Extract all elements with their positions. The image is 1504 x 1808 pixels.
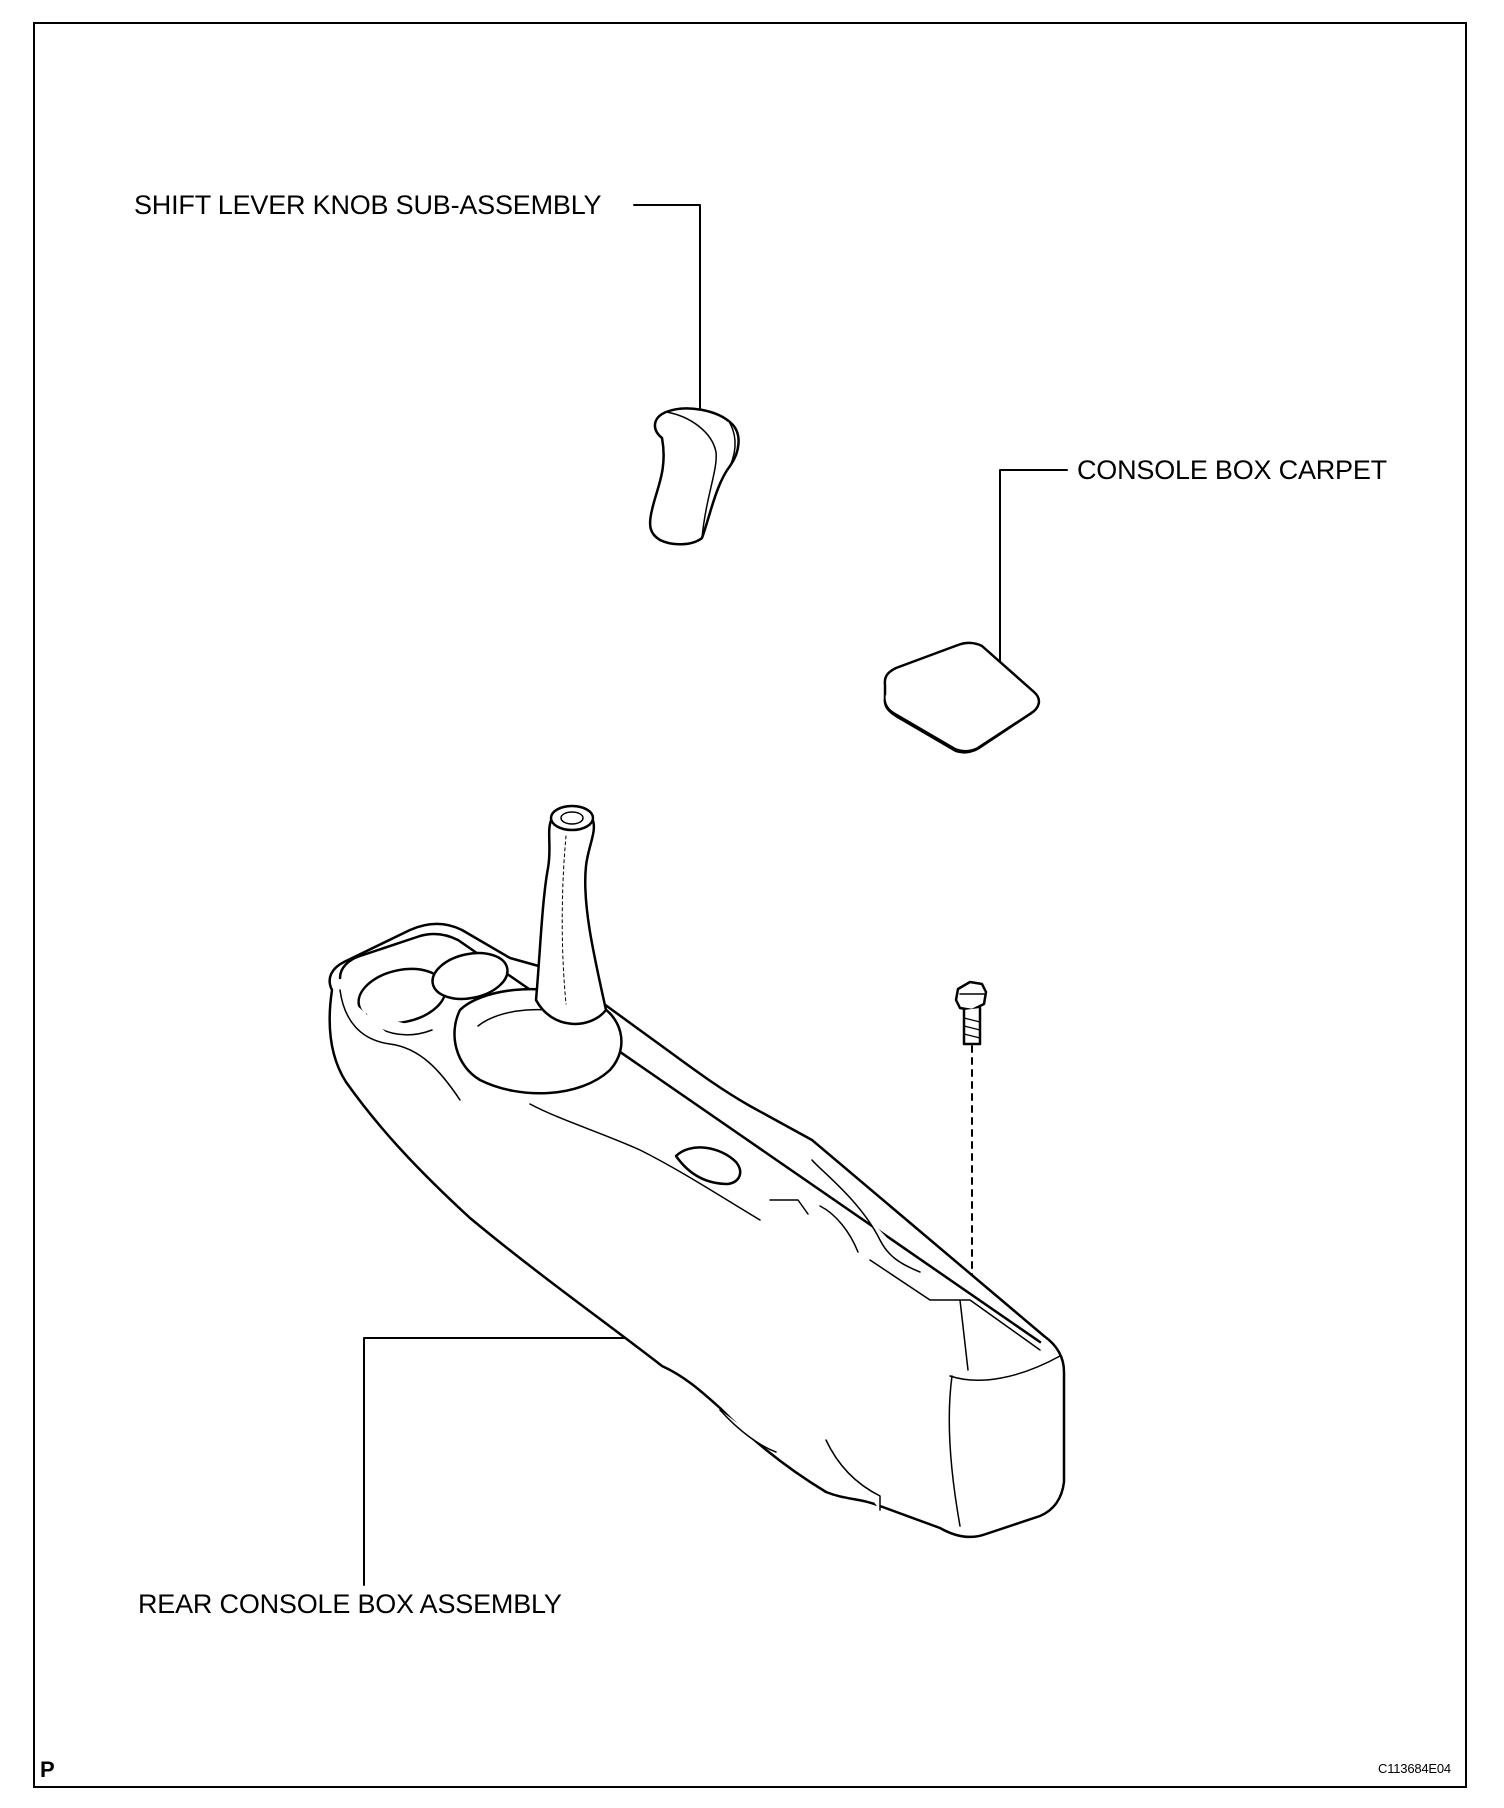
label-shift-lever-knob: SHIFT LEVER KNOB SUB-ASSEMBLY bbox=[134, 190, 602, 220]
rear-console-box-part bbox=[328, 804, 1066, 1539]
console-box-carpet-part bbox=[882, 641, 1041, 757]
diagram-frame bbox=[33, 22, 1467, 1788]
leader-line-shift-knob bbox=[633, 204, 701, 413]
figure-code: C113684E04 bbox=[1378, 1761, 1451, 1776]
label-console-box-carpet: CONSOLE BOX CARPET bbox=[1077, 455, 1387, 485]
shift-lever-knob-part bbox=[648, 407, 740, 546]
leader-line-rear-console bbox=[363, 1337, 691, 1586]
bolt-part bbox=[954, 980, 988, 1046]
corner-marker: P bbox=[40, 1757, 55, 1782]
label-rear-console-box: REAR CONSOLE BOX ASSEMBLY bbox=[138, 1589, 562, 1619]
leader-line-carpet bbox=[999, 469, 1068, 671]
